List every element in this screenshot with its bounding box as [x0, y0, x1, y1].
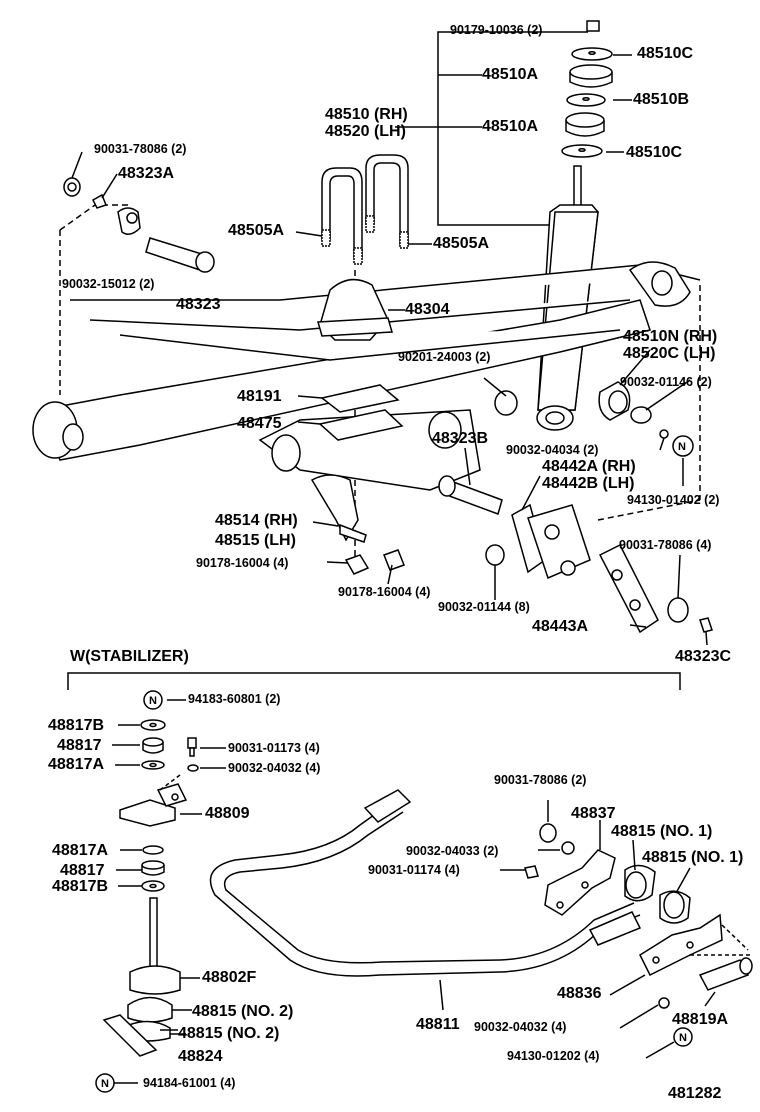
shock-lower-bushing [494, 381, 694, 457]
part-label: 48191 [237, 388, 282, 405]
part-label: 48520 (LH) [325, 123, 406, 140]
part-label: 94130-01402 (2) [627, 493, 720, 507]
part-label: 90032-15012 (2) [62, 277, 155, 291]
part-label: 48475 [237, 415, 282, 432]
shock-upper-washers [561, 20, 613, 158]
leaders-upper [71, 151, 708, 646]
part-label: 48809 [205, 805, 250, 822]
part-label: 48815 (NO. 2) [178, 1025, 280, 1042]
part-label: 48817A [52, 842, 109, 859]
part-label: 94130-01202 (4) [507, 1049, 600, 1063]
part-label: 48323A [118, 165, 175, 182]
part-label: 48510A [482, 118, 539, 135]
part-label: 48817A [48, 756, 105, 773]
spring-bumper [317, 278, 405, 341]
part-label: 48510A [482, 66, 539, 83]
part-label: 48520C (LH) [623, 345, 716, 362]
part-label: 90032-04033 (2) [406, 844, 499, 858]
part-label: 48815 (NO. 1) [642, 849, 744, 866]
part-label: 48815 (NO. 1) [611, 823, 713, 840]
stabilizer-bar [209, 789, 642, 977]
leaders-lower [112, 699, 716, 1084]
right-dashed-arrow [159, 774, 750, 956]
part-label: 90032-04032 (4) [474, 1020, 567, 1034]
stabilizer-bracket-line [67, 672, 681, 690]
shock-absorber [536, 165, 599, 431]
right-bushing-group [524, 823, 753, 1047]
part-label: 48510C [637, 45, 694, 62]
part-label: 48510N (RH) [623, 328, 718, 345]
part-label: 48811 [416, 1016, 460, 1033]
spring-plates [297, 384, 404, 441]
part-label: 48443A [532, 618, 589, 635]
spring-shackle [438, 475, 713, 634]
left-link-stack [95, 690, 199, 1093]
u-bolts [321, 154, 409, 265]
shock-kit-bracket [395, 31, 632, 226]
part-label: 90201-24003 (2) [398, 350, 491, 364]
circled-n-mark: N [678, 441, 686, 453]
part-label: 90032-01144 (8) [438, 600, 530, 614]
part-label: 48817B [52, 878, 109, 895]
part-label: 94183-60801 (2) [188, 692, 281, 706]
part-label: 90032-04032 (4) [228, 761, 321, 775]
part-label: 48837 [571, 805, 616, 822]
part-label: 90031-01173 (4) [228, 741, 320, 755]
part-label: 48819A [672, 1011, 729, 1028]
part-label: 90031-78086 (4) [619, 538, 712, 552]
part-label: 48817 [57, 737, 102, 754]
part-label: 48836 [557, 985, 602, 1002]
part-label: 48304 [405, 301, 450, 318]
part-label: 48510C [626, 144, 683, 161]
part-label: 48817 [60, 862, 105, 879]
leaf-spring-assembly [32, 261, 701, 491]
part-label: 48510B [633, 91, 690, 108]
part-label: 90031-01174 (4) [368, 863, 460, 877]
part-label: 90031-78086 (2) [494, 773, 587, 787]
diagram-id: 481282 [668, 1085, 722, 1102]
section-header: W(STABILIZER) [70, 648, 189, 665]
circled-n-mark: N [679, 1032, 687, 1044]
circled-n-marks: N N N N [101, 441, 687, 1090]
spring-pin-48323 [63, 177, 215, 273]
part-label: 48323C [675, 648, 732, 665]
part-label: 94184-61001 (4) [143, 1076, 236, 1090]
part-label: 48514 (RH) [215, 512, 298, 529]
part-label: 90179-10036 (2) [450, 23, 543, 37]
part-label: 48815 (NO. 2) [192, 1003, 294, 1020]
part-label: 48824 [178, 1048, 223, 1065]
part-label: 90178-16004 (4) [196, 556, 289, 570]
part-label: 48442B (LH) [542, 475, 635, 492]
part-label: 90178-16004 (4) [338, 585, 431, 599]
part-label: 48323 [176, 296, 221, 313]
part-label: 48510 (RH) [325, 106, 408, 123]
part-label: 90031-78086 (2) [94, 142, 187, 156]
part-label: 48505A [433, 235, 490, 252]
spring-bracket-48514 [310, 474, 405, 575]
part-label: 48323B [432, 430, 489, 447]
part-label: 48817B [48, 717, 105, 734]
part-label: 90032-04034 (2) [506, 443, 599, 457]
circled-n-mark: N [149, 695, 157, 707]
part-label: 90032-01146 (2) [620, 375, 712, 389]
part-label: 48505A [228, 222, 285, 239]
part-label: 48442A (RH) [542, 458, 636, 475]
circled-n-mark: N [101, 1078, 109, 1090]
part-label: 48802F [202, 969, 257, 986]
part-label: 48515 (LH) [215, 532, 296, 549]
